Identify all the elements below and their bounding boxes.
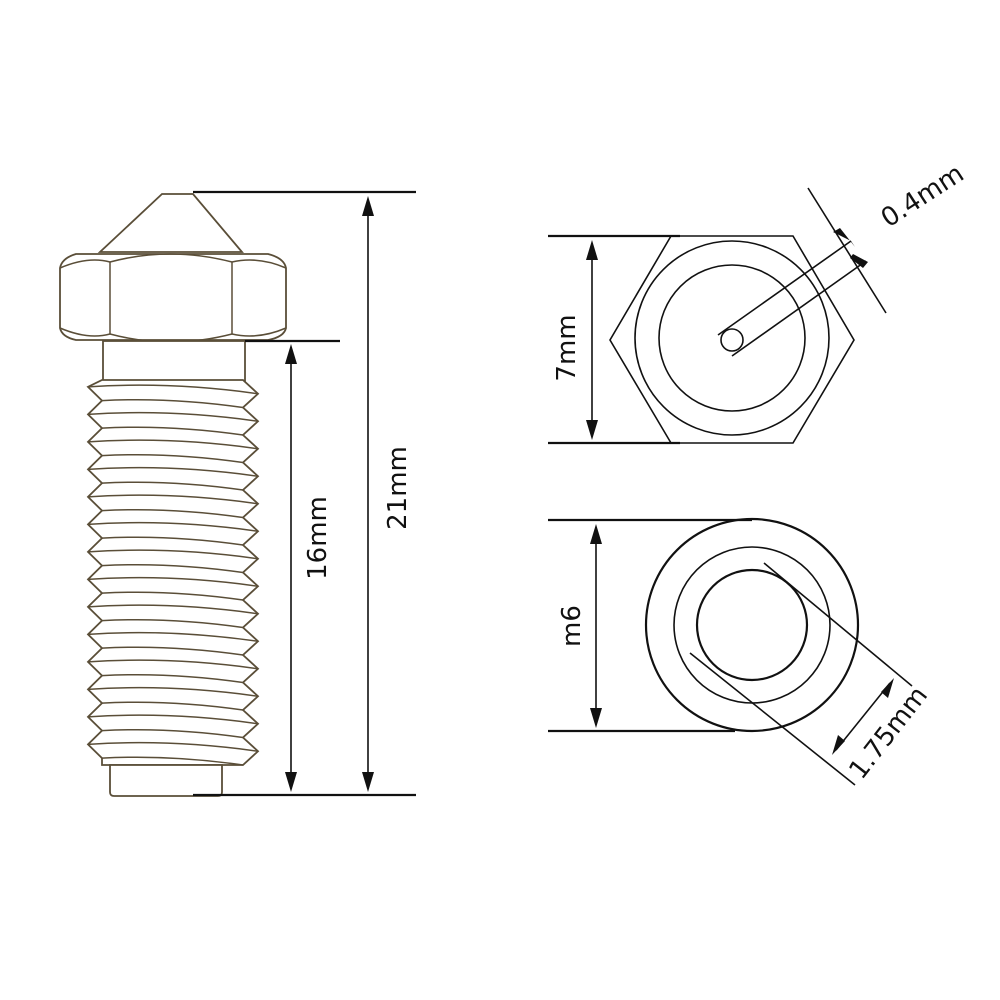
thread-lines xyxy=(87,384,259,766)
thread-root-line xyxy=(101,646,244,656)
arrowhead-bottom xyxy=(590,708,602,728)
arrowhead-upper xyxy=(881,678,894,698)
outer-circle xyxy=(644,517,860,733)
dimension-label-7mm: 7mm xyxy=(552,314,582,381)
thread-crest-line xyxy=(87,521,259,532)
inner-circle xyxy=(658,264,806,412)
arrowhead-top xyxy=(590,524,602,544)
thread-root-line xyxy=(101,618,244,629)
thread-root-line xyxy=(101,508,244,519)
hex-nut-chamfer-top xyxy=(59,253,287,269)
hex-outline xyxy=(609,235,855,444)
outer-circle xyxy=(634,240,830,436)
arrowhead-lower xyxy=(832,735,845,755)
thread-crest-line xyxy=(87,659,259,670)
arrowhead-bottom xyxy=(362,772,374,792)
thread-crest-line xyxy=(87,741,259,752)
dimension-total-length: 21mm xyxy=(193,190,416,797)
thread-root-line xyxy=(101,591,244,601)
orifice-extension-upper xyxy=(717,240,852,336)
arrowhead-lower xyxy=(850,254,868,268)
arrowhead-top xyxy=(285,344,297,364)
dimension-hex-width: 7mm xyxy=(548,234,680,445)
thread-crest-line xyxy=(87,576,259,587)
hex-nut xyxy=(59,253,287,341)
thread-crest-line xyxy=(87,549,259,560)
thread-crest-line xyxy=(87,466,259,477)
dimension-line-1.75mm xyxy=(835,682,891,751)
nozzle-bottom-shank xyxy=(109,764,223,797)
thread-outline xyxy=(86,379,260,766)
filament-bore-circle xyxy=(695,568,809,682)
thread-root-line xyxy=(101,756,244,766)
thread-root-line xyxy=(101,673,244,684)
thread-crest-line xyxy=(87,604,259,615)
thread-crest-line xyxy=(87,686,259,697)
thread-crest-line xyxy=(87,494,259,505)
dimension-label-1.75mm: 1.75mm xyxy=(843,681,933,785)
nozzle-side-view xyxy=(59,193,287,797)
thread-crest-line xyxy=(87,714,259,725)
arrowhead-top xyxy=(586,240,598,260)
nozzle-orifice xyxy=(720,328,744,352)
arrowhead-bottom xyxy=(285,772,297,792)
dimension-label-m6: m6 xyxy=(557,605,587,647)
bore-extension-lower xyxy=(689,652,856,786)
thread-crest-line xyxy=(87,411,259,422)
thread-root-line xyxy=(101,563,244,574)
arrowhead-upper xyxy=(833,228,855,247)
dimension-label-0.4mm: 0.4mm xyxy=(876,159,970,234)
thread-root-line xyxy=(101,701,244,711)
dimension-thread-size: m6 xyxy=(548,518,752,733)
orifice-extension-lower xyxy=(731,260,867,357)
dimension-label-21mm: 21mm xyxy=(383,446,413,530)
thread-root-line xyxy=(101,398,244,409)
thread-root-line xyxy=(101,536,244,546)
thread-crest-line xyxy=(87,384,259,395)
arrowhead-top xyxy=(362,196,374,216)
bore-extension-upper xyxy=(763,562,913,687)
arrowhead-bottom xyxy=(586,420,598,440)
thread-root-line xyxy=(101,453,244,464)
nozzle-top-view: 0.4mm xyxy=(609,159,970,444)
thread-crest-line xyxy=(87,439,259,450)
nozzle-tip-cone xyxy=(97,193,244,253)
nozzle-bottom-view: 1.75mm xyxy=(644,517,934,786)
thread-root-line xyxy=(101,728,244,739)
dimension-label-16mm: 16mm xyxy=(303,496,333,580)
thread-root-line xyxy=(101,426,244,436)
nozzle-neck xyxy=(102,340,246,382)
thread-crest-line xyxy=(87,631,259,642)
dimension-thread-length: 16mm xyxy=(245,339,340,792)
thread-root-line xyxy=(101,481,244,491)
dimension-line-0.4mm xyxy=(807,187,887,314)
